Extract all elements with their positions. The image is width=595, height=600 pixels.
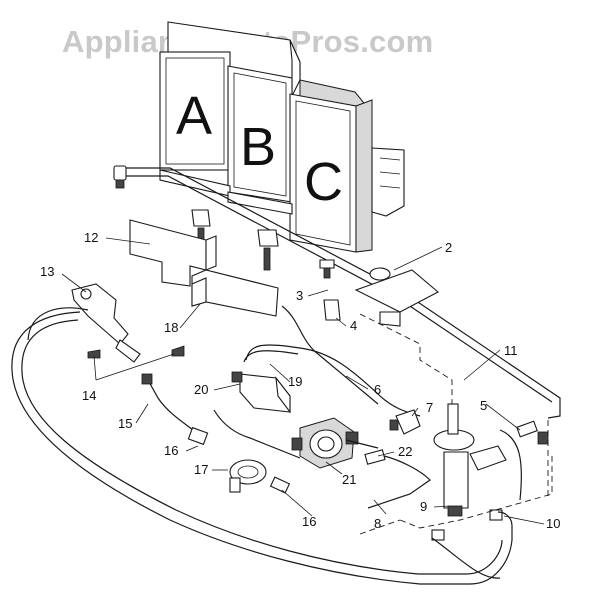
callout-16-lower: 16 (302, 514, 316, 529)
panel-label-c: C (304, 152, 343, 212)
callout-3: 3 (296, 288, 303, 303)
leader-lines (61, 237, 545, 525)
callout-5: 5 (480, 398, 487, 413)
panel-label-a: A (176, 86, 212, 146)
callout-17: 17 (194, 462, 208, 477)
callout-12: 12 (84, 230, 98, 245)
component-17 (229, 459, 267, 493)
callout-13: 13 (40, 264, 54, 279)
fitting-16-upper (187, 426, 209, 446)
tube-15 (141, 373, 201, 437)
valve-21 (291, 417, 359, 469)
gas-loop-tube (11, 307, 522, 585)
fitting-5 (516, 420, 549, 445)
callout-9: 9 (420, 499, 427, 514)
manifold-block-20 (231, 371, 291, 414)
regulator-9 (433, 403, 507, 517)
fitting-10 (431, 509, 503, 541)
callout-7: 7 (426, 400, 433, 415)
callout-19: 19 (288, 374, 302, 389)
bracket-2 (354, 267, 439, 327)
panel-label-b: B (240, 117, 276, 177)
burner-assembly: A B C (159, 21, 405, 253)
tube-6 (281, 305, 379, 405)
callout-11: 11 (504, 343, 518, 358)
callout-20: 20 (194, 382, 208, 397)
callout-10: 10 (546, 516, 560, 531)
component-7 (389, 409, 421, 435)
callouts: 2 3 4 5 6 7 8 9 10 11 12 13 14 15 16 16 … (40, 230, 560, 531)
screws-14 (87, 345, 185, 359)
callout-4: 4 (350, 318, 357, 333)
callout-21: 21 (342, 472, 356, 487)
callout-8: 8 (374, 516, 381, 531)
dashed-guides (359, 313, 553, 535)
callout-18: 18 (164, 320, 178, 335)
manifold-tube (113, 165, 561, 419)
callout-16-upper: 16 (164, 443, 178, 458)
callout-6: 6 (374, 382, 381, 397)
fitting-16-lower (269, 476, 291, 494)
bracket-12 (129, 219, 217, 287)
bracket-18 (191, 269, 279, 317)
igniter-13 (71, 283, 141, 363)
callout-14: 14 (82, 388, 96, 403)
callout-2: 2 (445, 240, 452, 255)
fitting-22 (364, 449, 386, 465)
tube-8 (213, 409, 431, 509)
burner-holders (191, 209, 341, 321)
callout-22: 22 (398, 444, 412, 459)
tube-19 (245, 344, 421, 417)
callout-15: 15 (118, 416, 132, 431)
